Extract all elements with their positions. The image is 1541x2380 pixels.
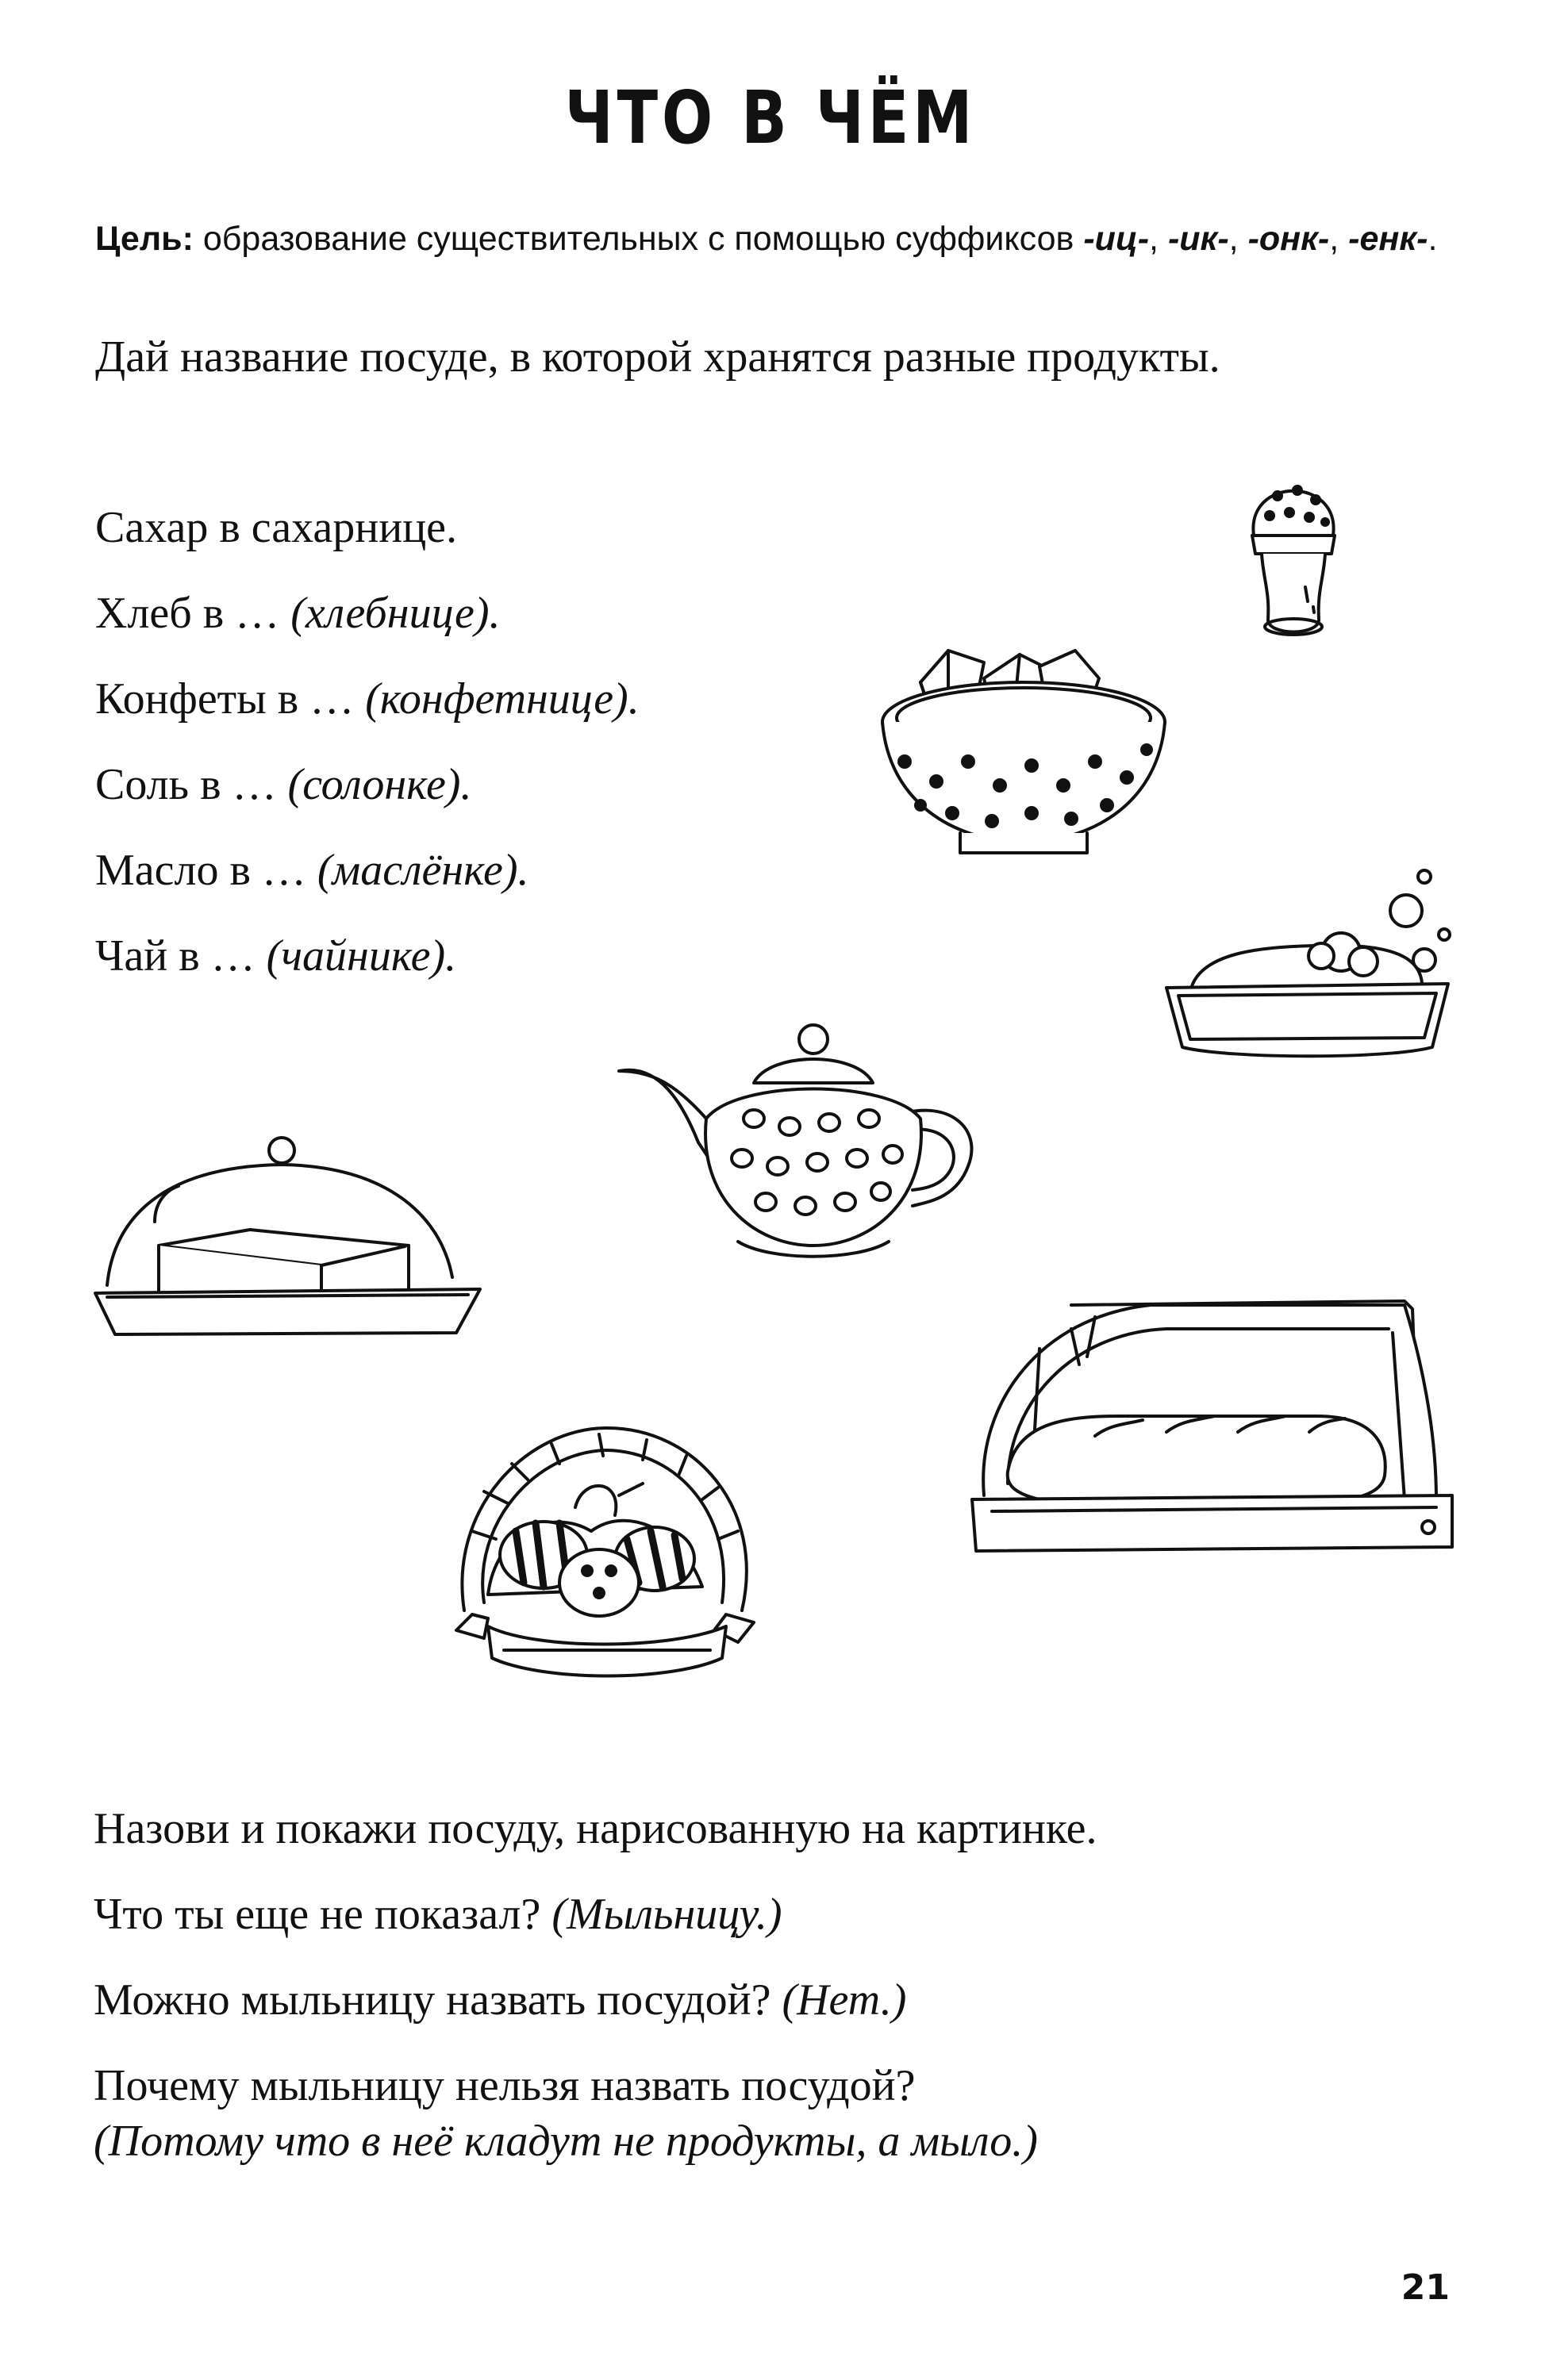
bread-box-illustration [970, 1299, 1454, 1553]
suffix-4: -енк- [1348, 220, 1428, 258]
sugar-bowl-illustration [881, 649, 1166, 854]
exercise-lines: Сахар в сахарнице. Хлеб в … (хлебнице). … [95, 500, 640, 1014]
separator: , [1149, 220, 1168, 258]
line-answer: (хлебнице). [290, 589, 501, 638]
soap-dish-illustration [1165, 869, 1451, 1058]
exercise-line: Конфеты в … (конфетнице). [95, 671, 640, 757]
line-answer: (конфетнице). [365, 674, 640, 724]
separator: , [1228, 220, 1248, 258]
question-text: Почему мыльницу нельзя назвать посудой? [94, 2061, 916, 2110]
question-answer: (Потому что в неё кладут не продукты, а … [94, 2117, 1038, 2166]
line-answer: (маслёнке). [317, 846, 529, 895]
line-text: Сахар в сахарнице. [95, 503, 458, 552]
salt-shaker-illustration [1251, 485, 1336, 636]
page-title: ЧТО В ЧЁМ [564, 75, 977, 160]
line-text: Масло в … [95, 846, 317, 895]
question-answer: (Нет.) [782, 1975, 907, 2025]
line-text: Конфеты в … [95, 674, 366, 724]
question-line: Почему мыльницу нельзя назвать посудой? [94, 2058, 1097, 2113]
line-answer: (чайнике). [266, 931, 457, 981]
question-text: Можно мыльницу назвать посудой? [94, 1975, 782, 2025]
question-line: Можно мыльницу назвать посудой? (Нет.) [94, 1972, 1097, 2058]
goal-paragraph: Цель: образование существительных с помо… [95, 214, 1468, 263]
goal-text: образование существительных с помощью су… [193, 220, 1084, 258]
question-line: Что ты еще не показал? (Мыльницу.) [94, 1887, 1097, 1972]
line-text: Хлеб в … [95, 589, 291, 638]
page-number: 21 [1401, 2267, 1450, 2308]
exercise-line: Хлеб в … (хлебнице). [95, 585, 640, 671]
candy-basket-illustration [455, 1426, 755, 1678]
butter-dish-illustration [94, 1136, 482, 1336]
question-answer: (Мыльницу.) [551, 1890, 782, 1939]
suffix-2: -ик- [1167, 220, 1229, 258]
exercise-line: Соль в … (солонке). [95, 757, 640, 843]
suffix-3: -онк- [1247, 220, 1330, 258]
question-line: Назови и покажи посуду, нарисованную на … [94, 1801, 1097, 1887]
exercise-line: Масло в … (маслёнке). [95, 843, 640, 928]
question-text: Назови и покажи посуду, нарисованную на … [94, 1804, 1097, 1853]
line-text: Чай в … [95, 931, 267, 981]
goal-label: Цель: [95, 220, 194, 258]
suffix-1: -иц- [1083, 220, 1150, 258]
task-instruction: Дай название посуде, в которой хранятся … [95, 332, 1220, 382]
question-text: Что ты еще не показал? [94, 1890, 552, 1939]
exercise-line: Сахар в сахарнице. [95, 500, 640, 585]
line-answer: (солонке). [287, 760, 472, 809]
exercise-line: Чай в … (чайнике). [95, 928, 640, 1014]
separator: , [1329, 220, 1349, 258]
questions-section: Назови и покажи посуду, нарисованную на … [94, 1801, 1097, 2169]
teapot-illustration [617, 1023, 974, 1258]
line-text: Соль в … [95, 760, 288, 809]
period: . [1428, 220, 1438, 258]
